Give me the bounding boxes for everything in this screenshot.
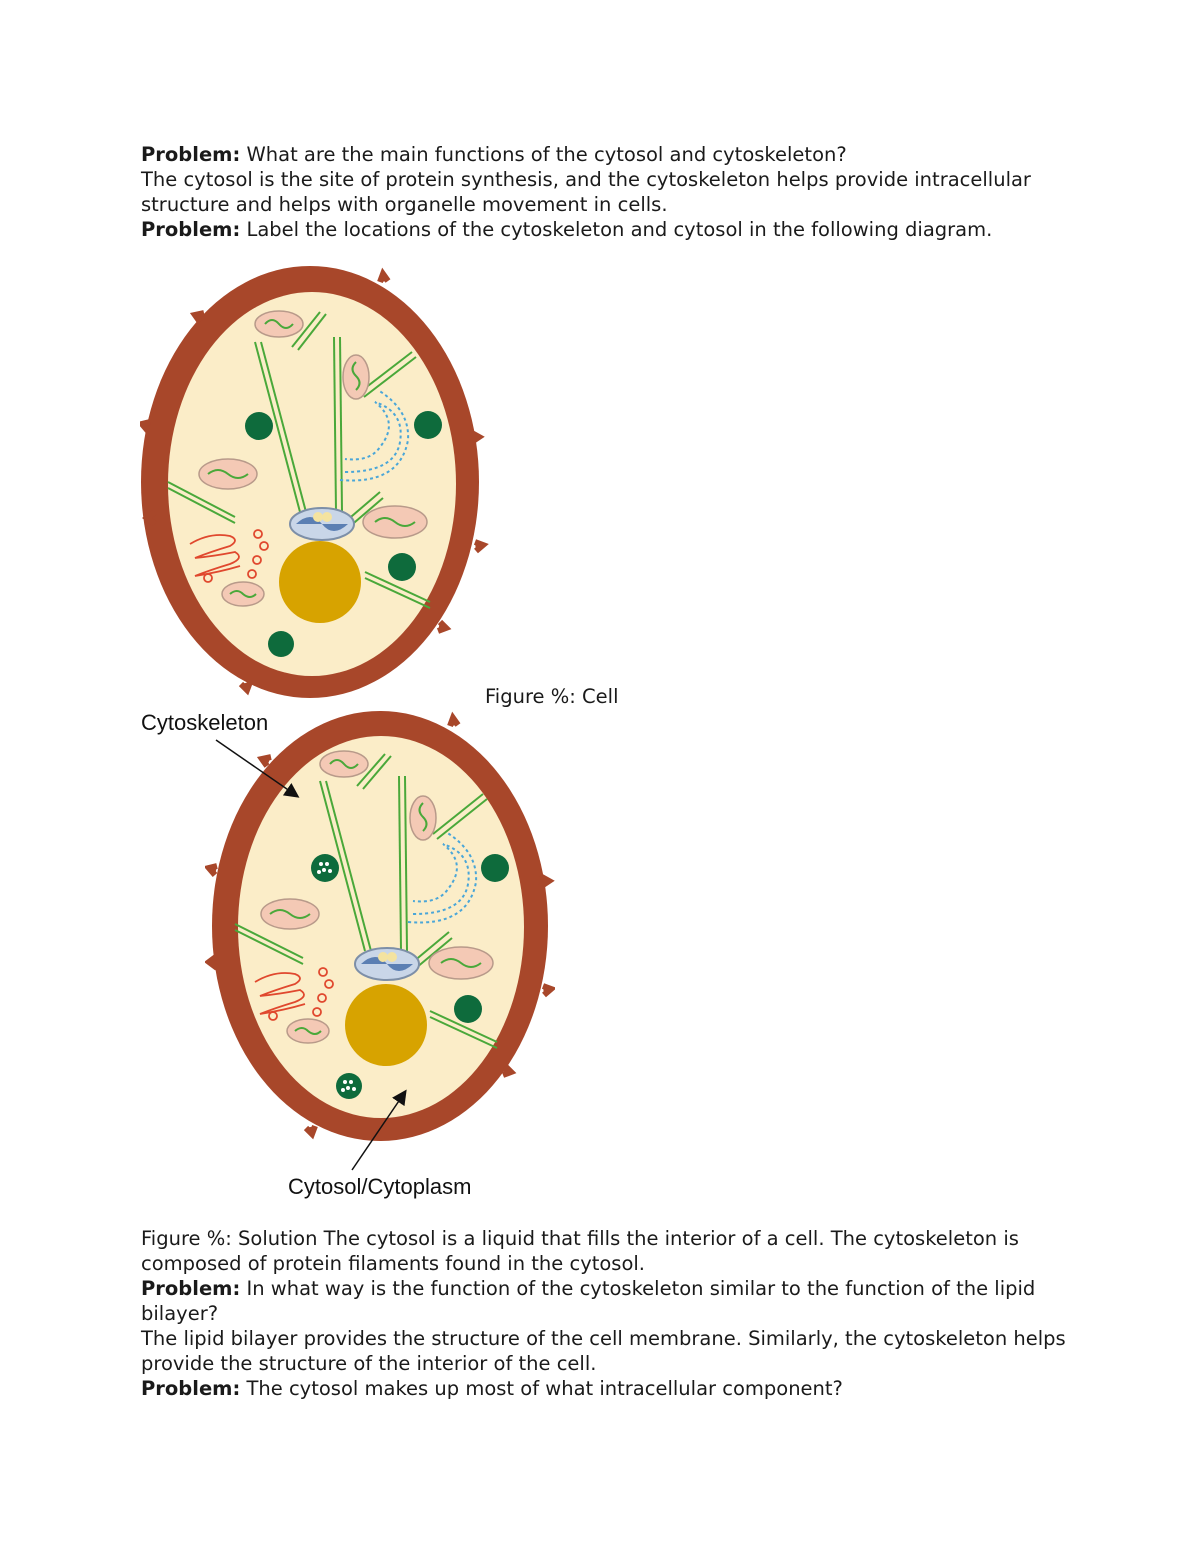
problem-4: Problem: The cytosol makes up most of wh… [141,1376,1071,1401]
problem-label: Problem: [141,1277,240,1300]
cytoskeleton-arrow [216,740,297,796]
answer-3: The lipid bilayer provides the structure… [141,1326,1071,1376]
problem-label: Problem: [141,1377,240,1400]
cytoskeleton-label: Cytoskeleton [141,710,268,736]
text-block-bottom: Figure %: Solution The cytosol is a liqu… [141,1226,1071,1401]
problem-question: The cytosol makes up most of what intrac… [240,1377,843,1400]
cytosol-arrow [352,1092,405,1170]
cytosol-label: Cytosol/Cytoplasm [288,1174,471,1200]
solution-text: Figure %: Solution The cytosol is a liqu… [141,1226,1071,1276]
problem-3: Problem: In what way is the function of … [141,1276,1071,1326]
problem-question: In what way is the function of the cytos… [141,1277,1035,1325]
